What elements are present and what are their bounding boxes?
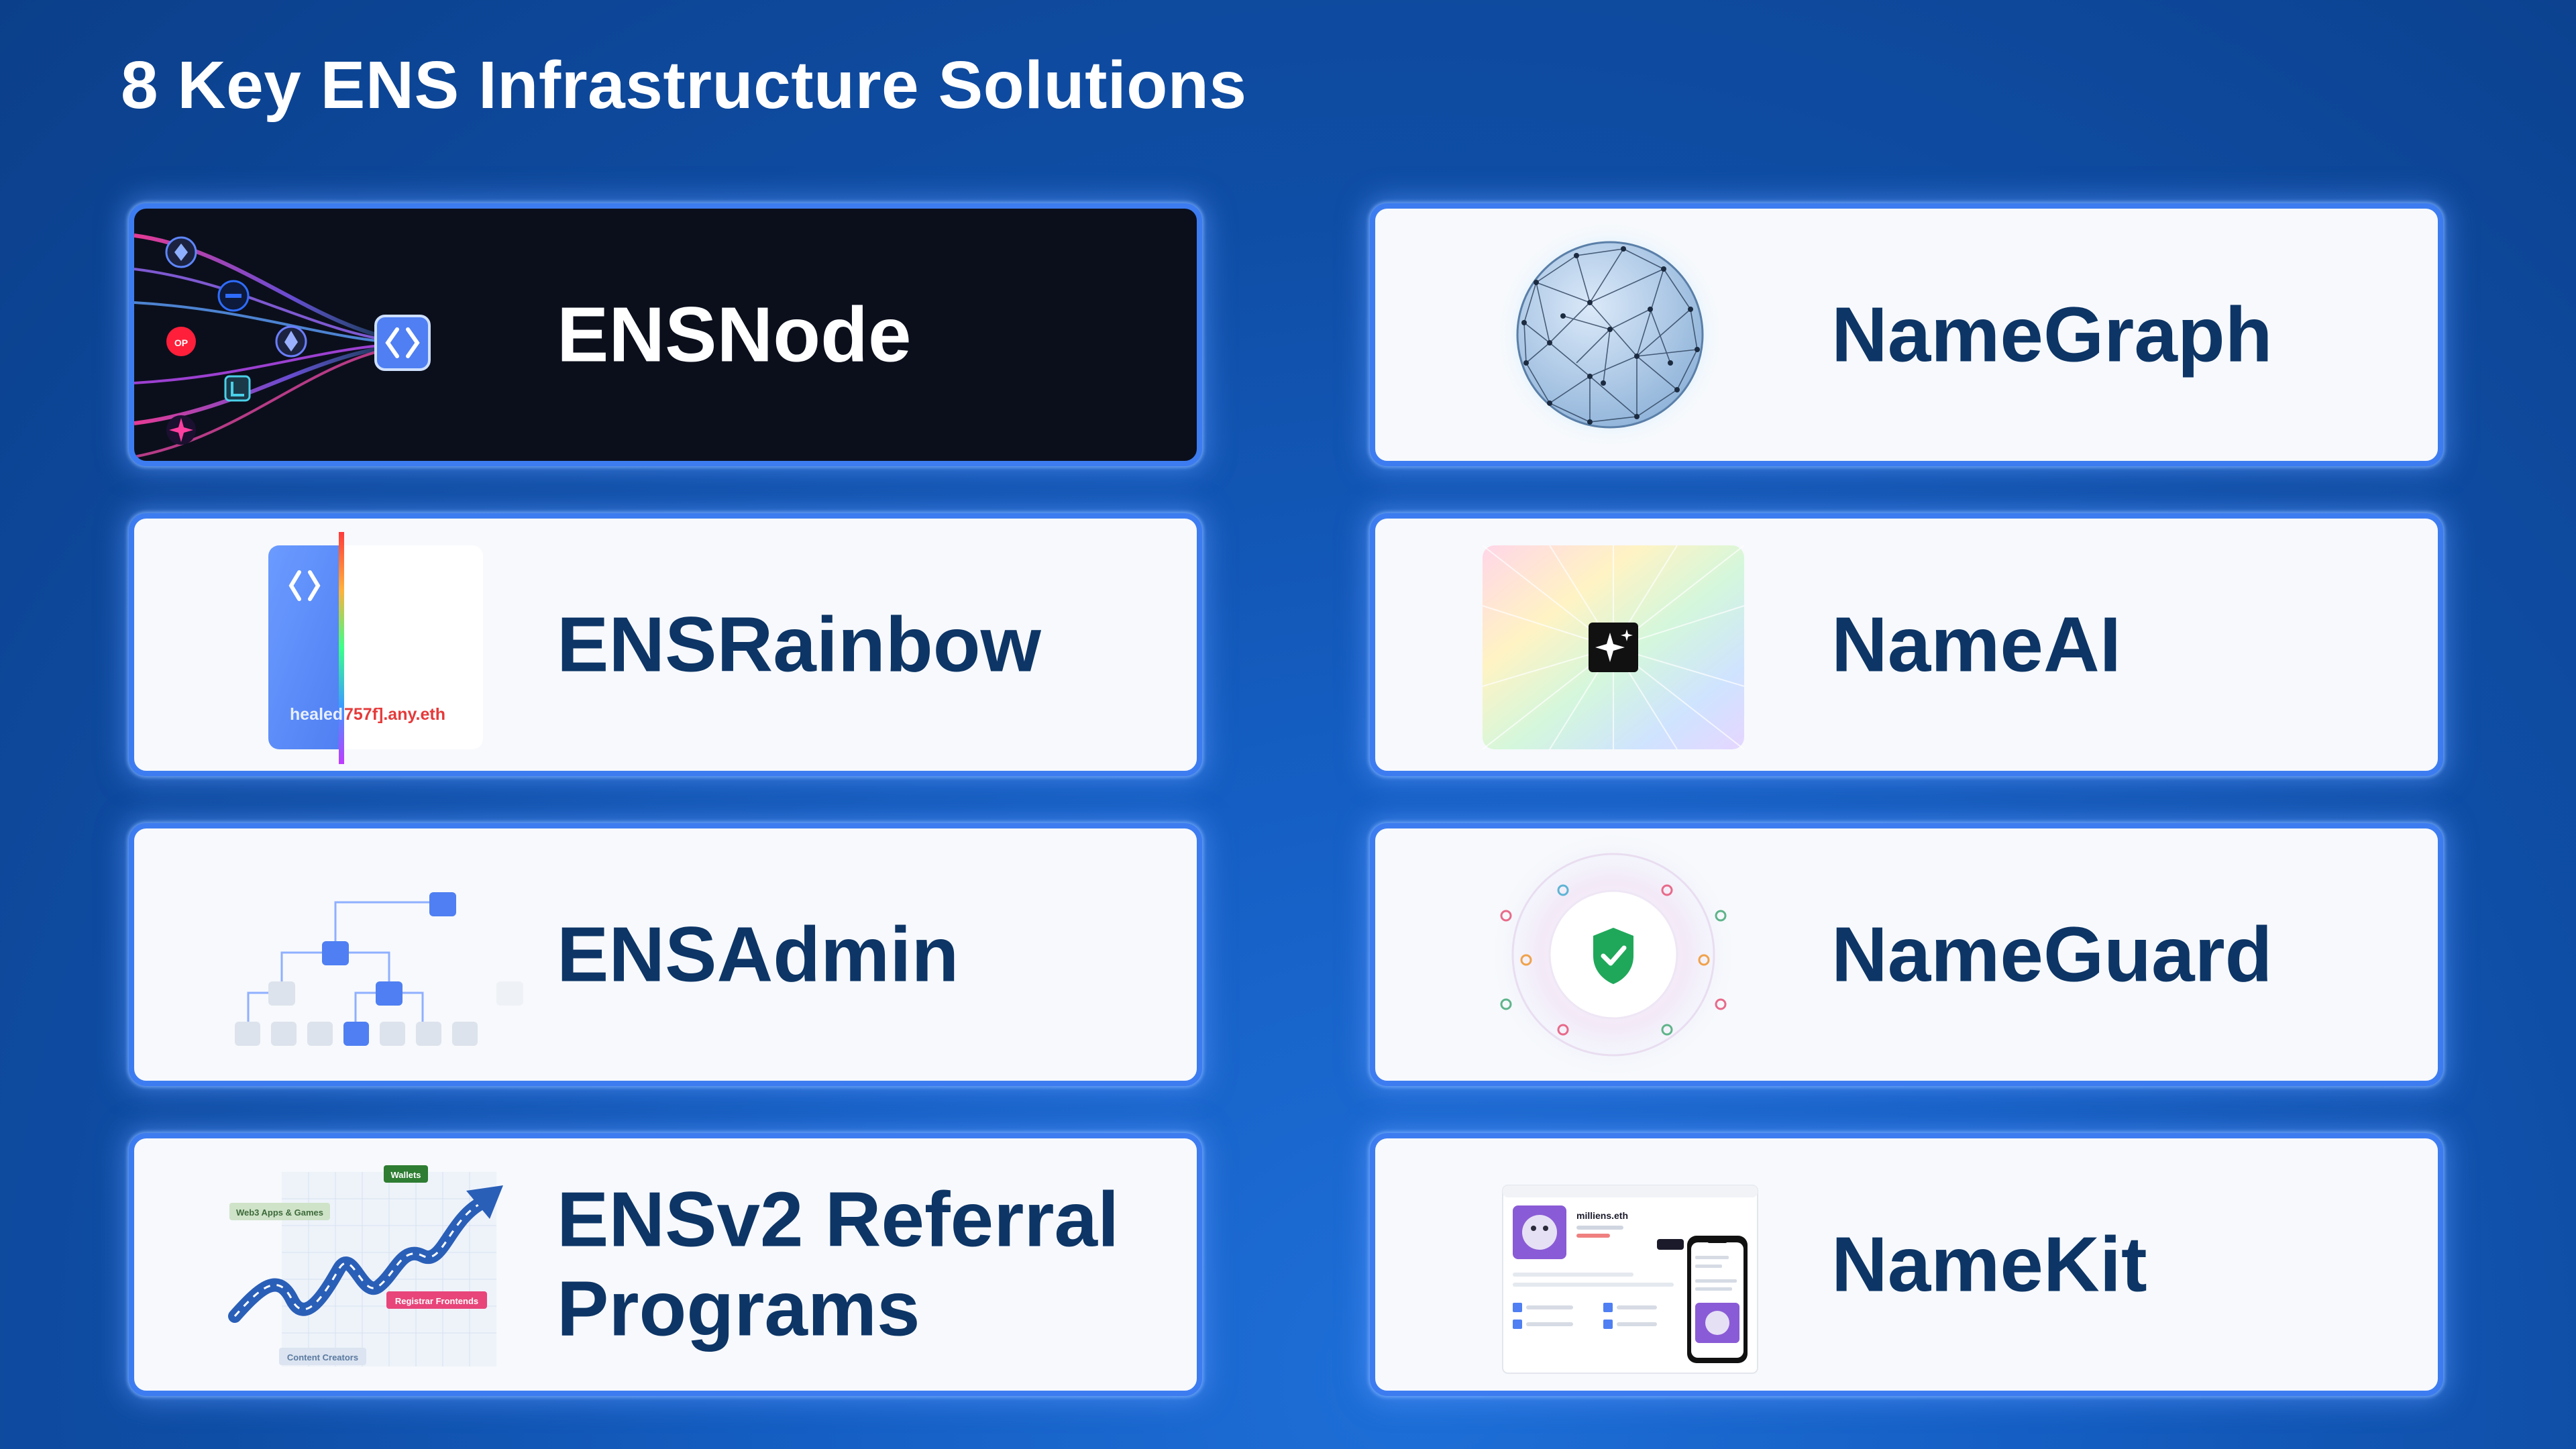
optimism-icon [166,327,196,356]
arrow-up-icon [466,1185,503,1219]
ensnode-illustration: OP [134,209,537,461]
card-label-ensv2-referral-programs: ENSv2 Referral Programs [557,1175,1120,1352]
ens-logo-icon [374,315,431,371]
ensadmin-tree-illustration [134,828,537,1081]
nameai-illustration [1375,519,1778,771]
card-ensv2-referral-programs[interactable]: Wallets Web3 Apps & Games Registrar Fron… [129,1133,1202,1396]
ensrainbow-illustration: healed 757f].any.eth [134,519,537,771]
card-ensnode[interactable]: OP ENSNode [129,203,1202,466]
card-label-namekit: NameKit [1831,1220,2147,1308]
referral-growth-illustration: Wallets Web3 Apps & Games Registrar Fron… [134,1138,537,1391]
nameguard-illustration [1375,828,1778,1081]
card-label-ensrainbow: ENSRainbow [557,600,1041,688]
linea-icon [224,375,251,402]
ens-logo-icon [288,570,321,601]
shield-check-icon [1593,928,1633,984]
card-label-ensadmin: ENSAdmin [557,910,959,998]
tag-content-creators: Content Creators [287,1352,358,1362]
namegraph-sphere-illustration [1375,209,1778,461]
card-label-ensnode: ENSNode [557,290,912,378]
label-hash-text: 757f].any.eth [344,705,445,724]
card-label-nameai: NameAI [1831,600,2121,688]
healed-text: healed [290,705,343,724]
card-namekit[interactable]: milliens.eth [1370,1133,2443,1396]
name-title: milliens.eth [1576,1210,1628,1221]
card-label-nameguard: NameGuard [1831,910,2273,998]
card-ensrainbow[interactable]: healed 757f].any.eth ENSRainbow [129,513,1202,776]
card-nameai[interactable]: NameAI [1370,513,2443,776]
tag-web3-apps-games: Web3 Apps & Games [236,1208,323,1218]
namekit-ui-illustration: milliens.eth [1375,1138,1778,1391]
card-ensadmin[interactable]: ENSAdmin [129,823,1202,1086]
card-nameguard[interactable]: NameGuard [1370,823,2443,1086]
page-title: 8 Key ENS Infrastructure Solutions [121,48,1247,123]
tag-registrar-frontends: Registrar Frontends [395,1296,478,1306]
tag-wallets: Wallets [390,1170,421,1180]
svg-text:OP: OP [174,337,188,348]
card-namegraph[interactable]: NameGraph [1370,203,2443,466]
card-label-namegraph: NameGraph [1831,290,2273,378]
